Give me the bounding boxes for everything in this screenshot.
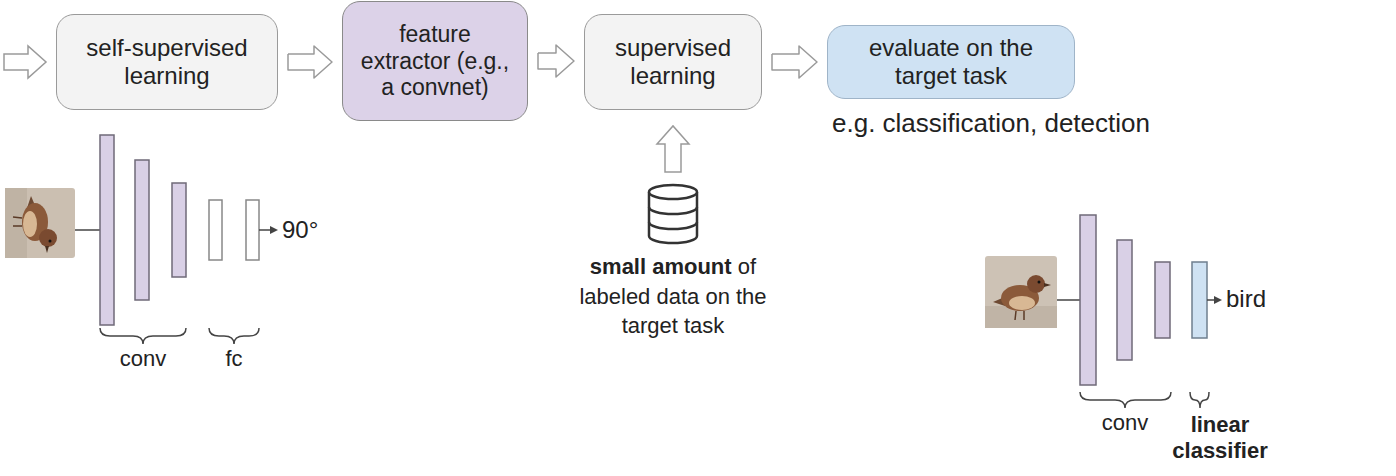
rotation-label: 90°: [282, 216, 352, 245]
text-label: linear classifier: [1172, 412, 1267, 463]
conv-layer: [1080, 215, 1170, 385]
bird-image: [985, 256, 1057, 328]
bird-image: [39, 229, 57, 247]
input-line: [75, 229, 100, 231]
bird-image: [985, 256, 1057, 328]
box-label: feature extractor (e.g., a convnet): [355, 21, 515, 100]
database-icon: [649, 185, 697, 243]
bird-image: [49, 240, 52, 243]
bird-image: [1015, 311, 1024, 320]
bird-image: [5, 188, 75, 258]
conv-layer: [1155, 262, 1170, 338]
database-icon: [649, 185, 697, 199]
model-box: feature extractor (e.g., a convnet): [342, 1, 528, 121]
classifier-layer: [1192, 262, 1207, 338]
brace: [209, 328, 259, 344]
layer-label: fc: [204, 346, 264, 372]
text-label: conv: [1102, 410, 1148, 435]
process-box: supervised learning: [584, 14, 762, 110]
task-examples: e.g. classification, detection: [832, 108, 1392, 139]
bird-image: [23, 211, 37, 237]
text-label: 90°: [282, 216, 318, 243]
output-arrow: [1214, 296, 1222, 304]
bird-image: [1009, 296, 1035, 310]
input-arrow: [4, 46, 46, 78]
conv-layer: [1117, 240, 1132, 360]
box-label: evaluate on the target task: [840, 34, 1062, 89]
data-caption: small amountof labeled data on the targe…: [566, 252, 780, 341]
bird-image: [1044, 283, 1051, 287]
database-icon: [649, 207, 697, 214]
flow-arrow: [772, 46, 817, 78]
bird-image: [5, 188, 75, 258]
input-line: [1057, 299, 1080, 301]
brace: [1080, 392, 1171, 408]
bird-image: [1027, 275, 1045, 293]
conv-layer: [135, 160, 149, 300]
fc-layer: [209, 200, 222, 260]
process-box: self-supervised learning: [56, 14, 278, 110]
conv-layer: [1080, 215, 1096, 385]
bird-image: [1038, 281, 1041, 284]
bird-image: [45, 246, 49, 253]
brace: [100, 328, 186, 344]
conv-layer: [100, 135, 186, 325]
layer-label: conv: [1085, 410, 1165, 436]
brace: [1190, 392, 1209, 408]
data-arrow: [657, 126, 689, 172]
class-label: bird: [1226, 285, 1316, 314]
bird-image: [13, 217, 22, 226]
output-arrow: [259, 226, 278, 234]
text-label: bird: [1226, 285, 1266, 312]
box-label: self-supervised learning: [69, 34, 265, 89]
task-box: evaluate on the target task: [827, 25, 1075, 98]
database-icon: [649, 222, 697, 229]
flow-arrow: [538, 45, 574, 77]
conv-layer: [172, 183, 186, 277]
fc-layer: [246, 200, 259, 260]
text-label: e.g. classification, detection: [832, 108, 1150, 138]
conv-layer: [100, 135, 114, 325]
output-arrow: [1207, 296, 1222, 304]
text-label: small amount: [590, 254, 732, 279]
layer-label: linear classifier: [1160, 412, 1280, 464]
layer-label: conv: [103, 346, 183, 372]
text-label: fc: [225, 346, 242, 371]
output-arrow: [270, 226, 278, 234]
box-label: supervised learning: [597, 34, 749, 89]
fc-layer: [209, 200, 259, 260]
flow-arrow: [288, 46, 332, 78]
text-label: conv: [120, 346, 166, 371]
